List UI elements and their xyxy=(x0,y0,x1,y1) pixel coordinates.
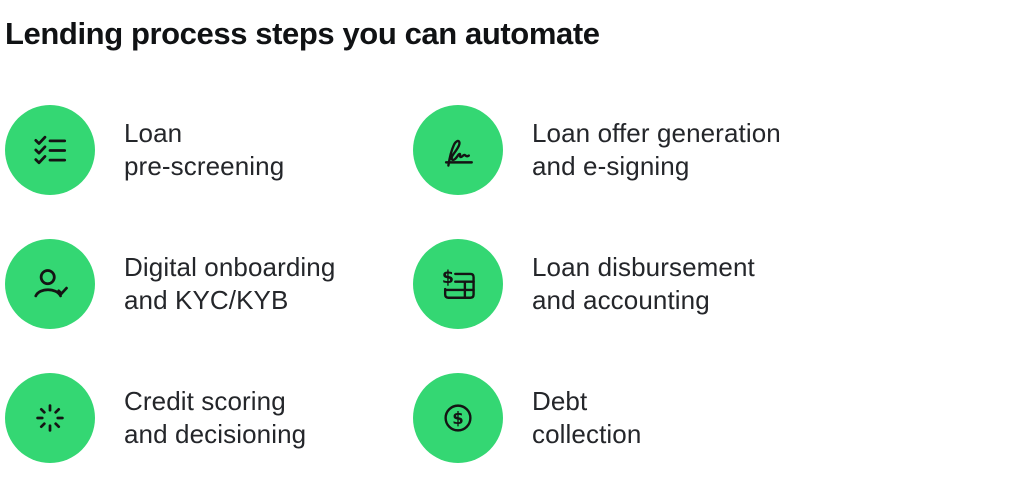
steps-grid: Loan pre-screening Loan offer generation… xyxy=(5,105,1004,463)
step-label-line: Loan offer generation xyxy=(532,118,781,148)
dollar-glyph: $ xyxy=(442,268,454,288)
step-label: Loan disbursement and accounting xyxy=(532,251,755,317)
step-item-loan-offer-esigning: Loan offer generation and e-signing xyxy=(413,105,1004,195)
step-label: Loan pre-screening xyxy=(124,117,284,183)
spinner-burst-icon xyxy=(36,404,64,432)
user-check-icon xyxy=(34,269,68,298)
signature-icon xyxy=(444,139,473,167)
step-label-line: Digital onboarding xyxy=(124,252,336,282)
step-icon-bubble: $ xyxy=(413,373,503,463)
step-icon-bubble xyxy=(5,239,95,329)
step-label: Digital onboarding and KYC/KYB xyxy=(124,251,335,317)
step-label-line: and e-signing xyxy=(532,151,690,181)
step-icon-bubble xyxy=(5,373,95,463)
step-icon-bubble xyxy=(413,105,503,195)
page-title: Lending process steps you can automate xyxy=(5,16,600,51)
step-label: Loan offer generation and e-signing xyxy=(532,117,781,183)
step-label-line: and accounting xyxy=(532,285,710,315)
step-label-line: and KYC/KYB xyxy=(124,285,289,315)
step-label: Debt collection xyxy=(532,385,641,451)
step-label-line: collection xyxy=(532,419,642,449)
step-item-credit-scoring: Credit scoring and decisioning xyxy=(5,373,413,463)
step-label-line: Debt xyxy=(532,386,588,416)
step-label-line: Credit scoring xyxy=(124,386,286,416)
step-label-line: Loan disbursement xyxy=(532,252,755,282)
step-icon-bubble xyxy=(5,105,95,195)
dollar-glyph: $ xyxy=(452,409,463,428)
dollar-circle-icon: $ xyxy=(444,404,472,432)
step-label-line: and decisioning xyxy=(124,419,307,449)
step-item-loan-pre-screening: Loan pre-screening xyxy=(5,105,413,195)
step-label-line: Loan xyxy=(124,118,183,148)
step-item-debt-collection: $ Debt collection xyxy=(413,373,1004,463)
step-item-digital-onboarding-kyc: Digital onboarding and KYC/KYB xyxy=(5,239,413,329)
dollar-ledger-icon: $ xyxy=(442,268,475,299)
step-label: Credit scoring and decisioning xyxy=(124,385,306,451)
step-icon-bubble: $ xyxy=(413,239,503,329)
step-label-line: pre-screening xyxy=(124,151,285,181)
checklist-icon xyxy=(34,135,67,165)
step-item-loan-disbursement: $ Loan disbursement and accounting xyxy=(413,239,1004,329)
